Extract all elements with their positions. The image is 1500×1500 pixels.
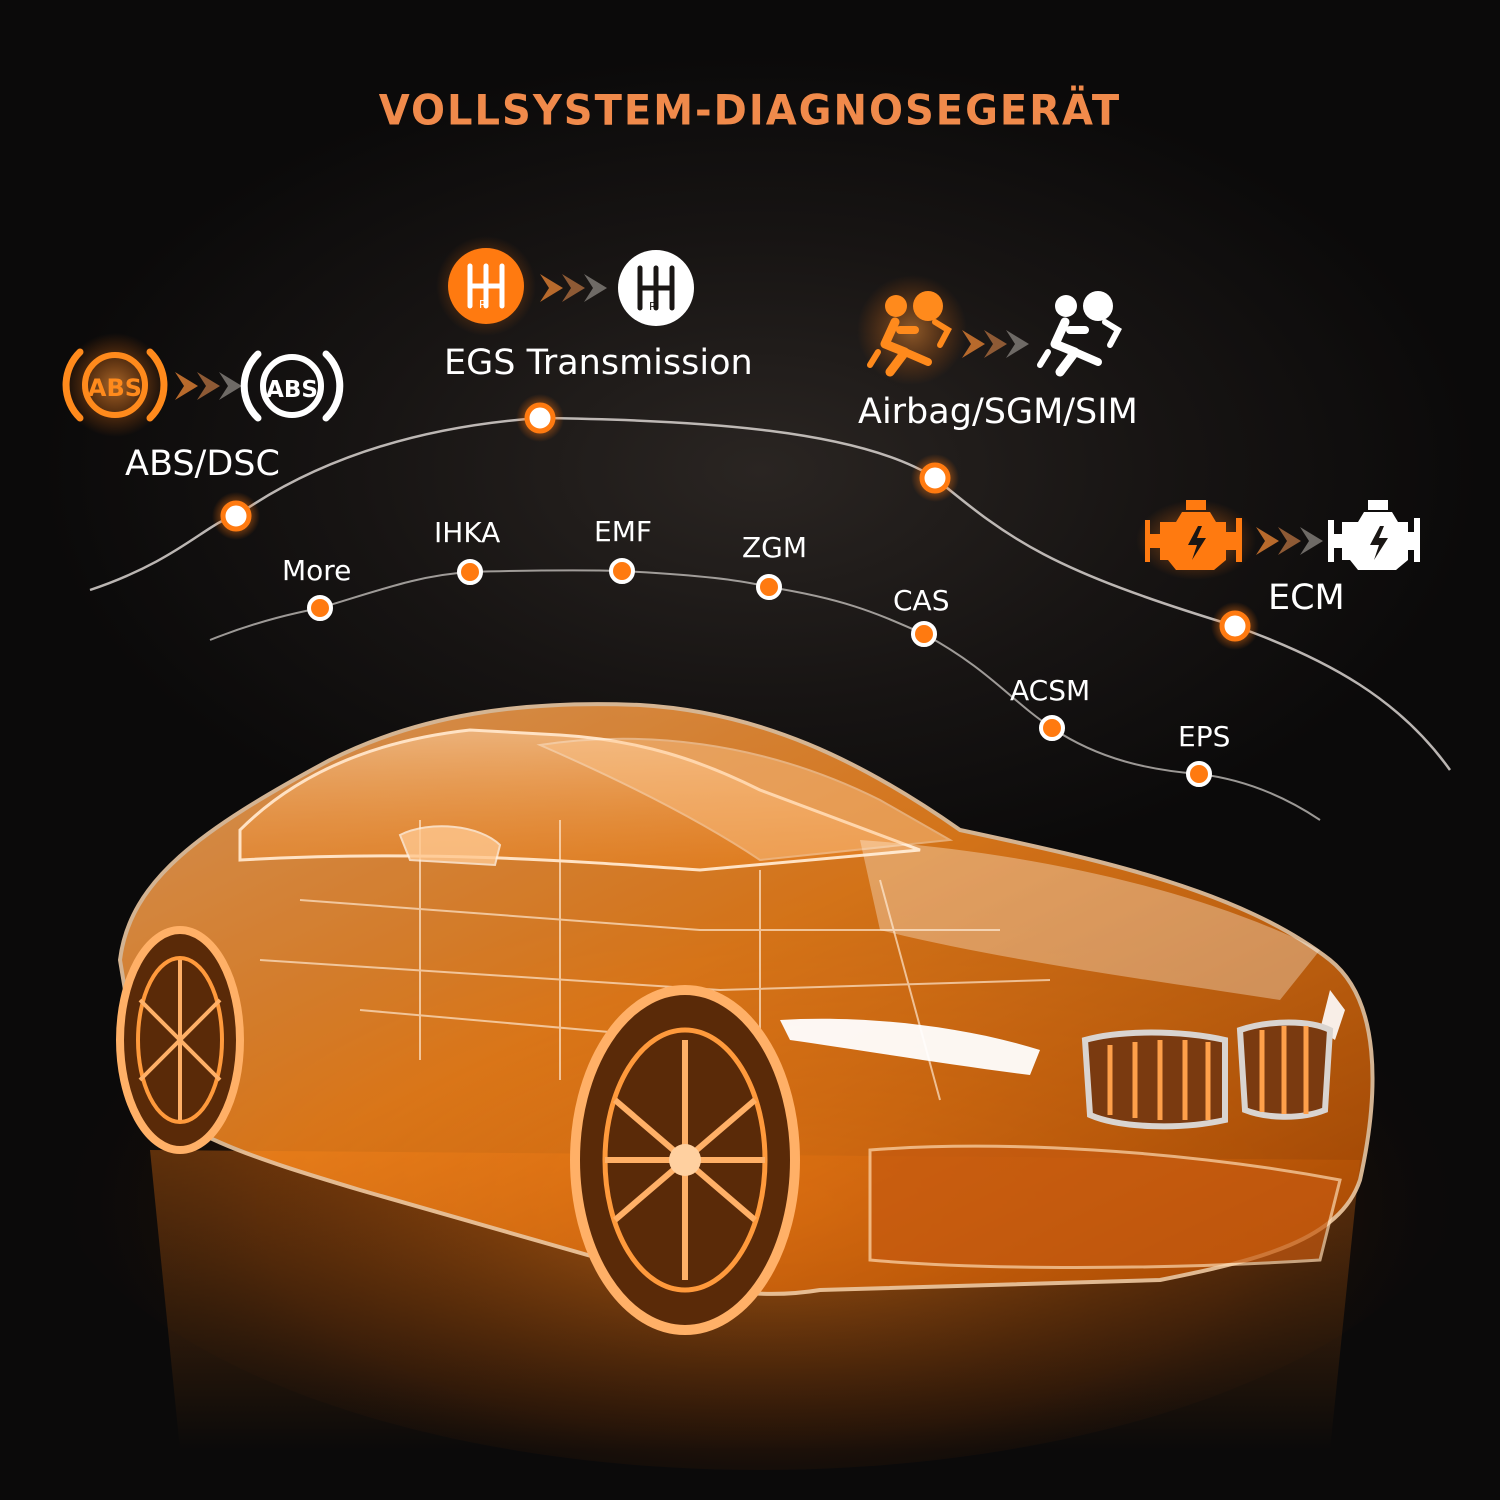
node-airbag (911, 454, 959, 502)
front-wheel (570, 985, 800, 1335)
orange-xray-car-illustration (40, 702, 1480, 1470)
module-label-emf: EMF (594, 515, 652, 548)
engine-check-icon-white (1328, 500, 1420, 570)
node-ihka (457, 559, 483, 585)
car-grille (1081, 1019, 1334, 1130)
node-egs-transmission (516, 394, 564, 442)
airbag-icon-white (1037, 291, 1122, 377)
engine-check-icon-orange (1136, 500, 1256, 580)
abs-icon-text-orange: ABS (88, 374, 142, 402)
system-label-airbag: Airbag/SGM/SIM (858, 392, 1138, 432)
airbag-icon-orange (857, 275, 967, 385)
gear-shift-icon-orange: R (436, 236, 536, 336)
gear-shift-icon-white: R (618, 250, 694, 326)
rear-wheel (116, 926, 244, 1154)
node-more (307, 595, 333, 621)
gear-shift-icon-text-white: R (649, 300, 657, 313)
module-label-more: More (282, 554, 352, 587)
module-label-ihka: IHKA (434, 516, 501, 549)
module-label-cas: CAS (893, 584, 950, 617)
chevron-arrow-icon (175, 372, 242, 400)
node-eps (1186, 761, 1212, 787)
module-label-zgm: ZGM (742, 531, 808, 564)
system-label-abs-dsc: ABS/DSC (125, 444, 280, 484)
module-label-acsm: ACSM (1010, 674, 1091, 707)
headline: VOLLSYSTEM-DIAGNOSEGERÄT (378, 86, 1122, 136)
node-emf (609, 558, 635, 584)
system-label-egs-transmission: EGS Transmission (444, 343, 753, 383)
module-label-eps: EPS (1178, 720, 1231, 753)
chevron-arrow-icon (962, 330, 1029, 358)
node-zgm (756, 574, 782, 600)
node-acsm (1039, 715, 1065, 741)
chevron-arrow-icon (1256, 527, 1323, 555)
chevron-arrow-icon (540, 274, 607, 302)
abs-warning-icon-white: ABS (240, 350, 344, 422)
node-cas (911, 621, 937, 647)
system-label-ecm: ECM (1268, 578, 1345, 618)
abs-icon-text-white: ABS (266, 377, 318, 403)
gear-shift-icon-text-orange: R (479, 298, 487, 311)
node-abs-dsc (212, 492, 260, 540)
abs-warning-icon-orange: ABS (62, 333, 168, 437)
node-ecm (1211, 602, 1259, 650)
